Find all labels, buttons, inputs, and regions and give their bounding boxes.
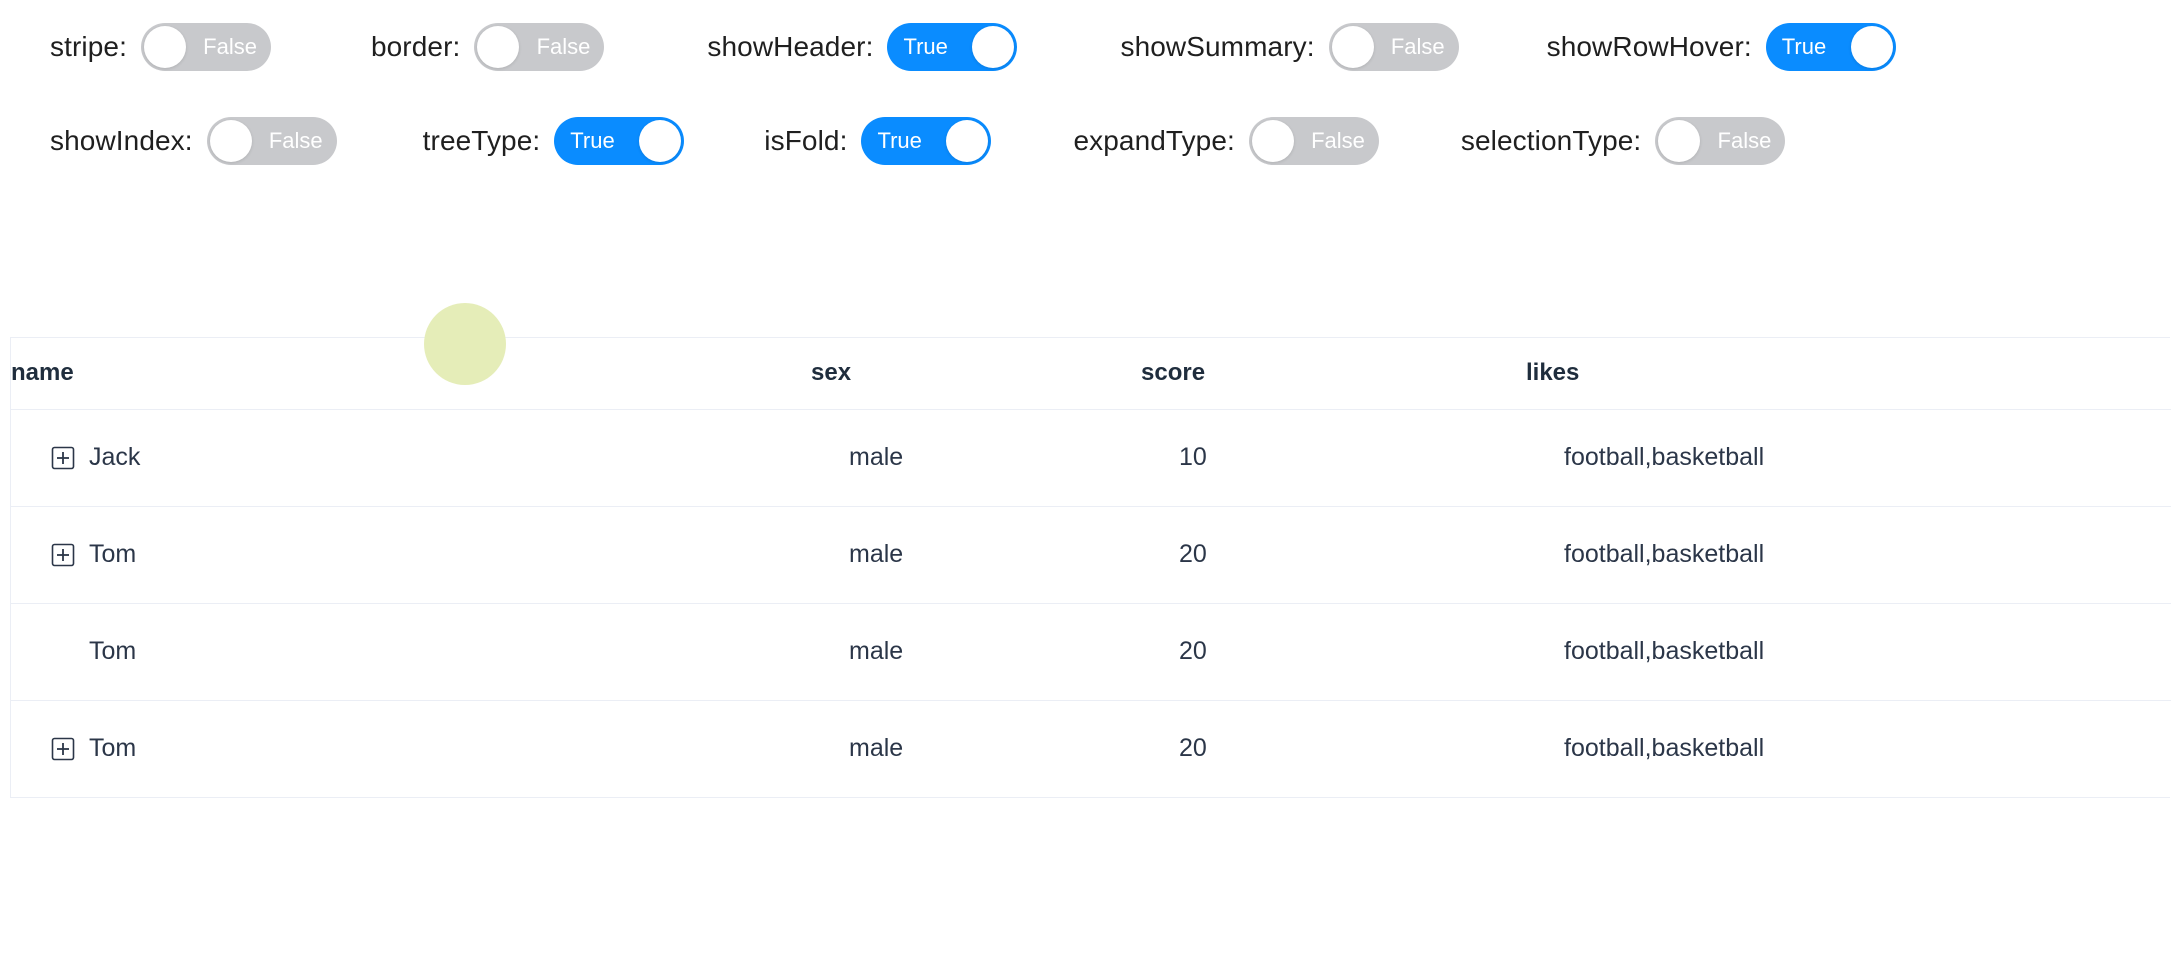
table-cell-sex: male (811, 603, 1141, 701)
table-header: name sex score likes (11, 338, 2171, 410)
toggle-knob-selectionType[interactable] (1658, 120, 1701, 162)
table-cell-sex: male (811, 409, 1141, 507)
toggle-value-stripe: False (203, 34, 257, 59)
toggle-label-showSummary: showSummary: (1120, 31, 1315, 62)
toggle-knob-border[interactable] (477, 26, 520, 68)
toggle-value-showIndex: False (268, 128, 323, 153)
toggle-label-treeType: treeType: (422, 125, 541, 156)
name-cell-content: Tom (51, 542, 810, 567)
toggle-label-expandType: expandType: (1073, 125, 1235, 156)
plus-square-icon[interactable] (51, 446, 75, 470)
toggle-knob-showIndex[interactable] (209, 120, 252, 162)
toggle-knob-showSummary[interactable] (1331, 26, 1374, 68)
toggle-knob-showRowHover[interactable] (1850, 26, 1893, 68)
toggle-label-showHeader: showHeader: (707, 31, 874, 62)
toggle-control-showRowHover: showRowHover: True (1547, 23, 1896, 71)
toggle-row-2: showIndex: False treeType: True isFold: True e… (0, 94, 2180, 188)
column-header-likes[interactable]: likes (1526, 338, 2171, 410)
toggle-switch-showSummary[interactable]: False (1328, 23, 1459, 71)
table-cell-score: 10 (1141, 409, 1526, 507)
table-cell-name: Jack (11, 409, 811, 507)
expand-placeholder (51, 640, 75, 664)
row-name-text: Tom (89, 540, 137, 568)
toggle-label-showIndex: showIndex: (50, 125, 193, 156)
toggle-control-stripe: stripe: False (50, 23, 271, 71)
toggle-switch-selectionType[interactable]: False (1655, 117, 1786, 165)
toggle-control-showIndex: showIndex: False (50, 117, 337, 165)
table-cell-sex: male (811, 700, 1141, 797)
toggle-knob-showHeader[interactable] (972, 26, 1015, 68)
toggle-label-stripe: stripe: (50, 31, 127, 62)
toggle-value-selectionType: False (1717, 128, 1772, 153)
toggle-control-showSummary: showSummary: False (1120, 23, 1459, 71)
toggle-knob-isFold[interactable] (946, 120, 989, 162)
toggle-value-showSummary: False (1390, 34, 1445, 59)
toggle-value-treeType: True (570, 128, 615, 153)
toggle-switch-stripe[interactable]: False (140, 23, 271, 71)
toggle-label-isFold: isFold: (764, 125, 848, 156)
name-cell-content: Tom (51, 639, 810, 664)
toggle-switch-expandType[interactable]: False (1248, 117, 1379, 165)
toggle-knob-treeType[interactable] (639, 120, 682, 162)
row-name-text: Tom (89, 637, 137, 665)
toggle-control-selectionType: selectionType: False (1460, 117, 1786, 165)
toggle-control-border: border: False (370, 23, 605, 71)
toggle-value-isFold: True (877, 128, 922, 153)
toggle-value-showRowHover: True (1781, 34, 1827, 59)
column-header-name[interactable]: name (11, 338, 811, 410)
toggle-label-selectionType: selectionType: (1460, 125, 1642, 156)
plus-square-icon[interactable] (51, 737, 75, 761)
toggle-switch-showRowHover[interactable]: True (1765, 23, 1896, 71)
table-cell-name: Tom (11, 700, 811, 797)
table-cell-name: Tom (11, 603, 811, 701)
toggle-value-border: False (536, 34, 591, 59)
column-header-sex[interactable]: sex (811, 338, 1141, 410)
toggle-control-expandType: expandType: False (1073, 117, 1379, 165)
table-cell-likes: football,basketball (1526, 603, 2171, 701)
toggle-value-showHeader: True (903, 34, 948, 59)
toggle-switch-showIndex[interactable]: False (206, 117, 337, 165)
table-cell-name: Tom (11, 506, 811, 604)
toggle-switch-border[interactable]: False (474, 23, 605, 71)
table-header-row: name sex score likes (11, 338, 2171, 410)
toggle-control-showHeader: showHeader: True (707, 23, 1018, 71)
row-name-text: Tom (89, 734, 137, 763)
toggle-label-showRowHover: showRowHover: (1546, 31, 1752, 62)
table-cell-score: 20 (1141, 506, 1526, 604)
toggle-label-border: border: (370, 31, 461, 62)
table-cell-likes: football,basketball (1526, 506, 2171, 604)
toggle-knob-expandType[interactable] (1251, 120, 1294, 162)
toggle-value-expandType: False (1311, 128, 1365, 153)
table-cell-score: 20 (1141, 603, 1526, 701)
name-cell-content: Jack (51, 445, 810, 470)
name-cell-content: Tom (51, 736, 810, 761)
column-header-score[interactable]: score (1141, 338, 1526, 410)
plus-square-icon[interactable] (51, 543, 75, 567)
toggle-knob-stripe[interactable] (143, 26, 186, 68)
toggle-control-isFold: isFold: True (764, 117, 992, 165)
toggle-control-treeType: treeType: True (423, 117, 685, 165)
table-cell-score: 20 (1141, 700, 1526, 797)
table-cell-likes: football,basketball (1526, 409, 2171, 507)
table-cell-likes: football,basketball (1526, 700, 2171, 797)
toggle-switch-isFold[interactable]: True (861, 117, 992, 165)
toggle-switch-showHeader[interactable]: True (887, 23, 1018, 71)
table-cell-sex: male (811, 506, 1141, 604)
row-name-text: Jack (89, 443, 141, 471)
toggle-switch-treeType[interactable]: True (554, 117, 685, 165)
